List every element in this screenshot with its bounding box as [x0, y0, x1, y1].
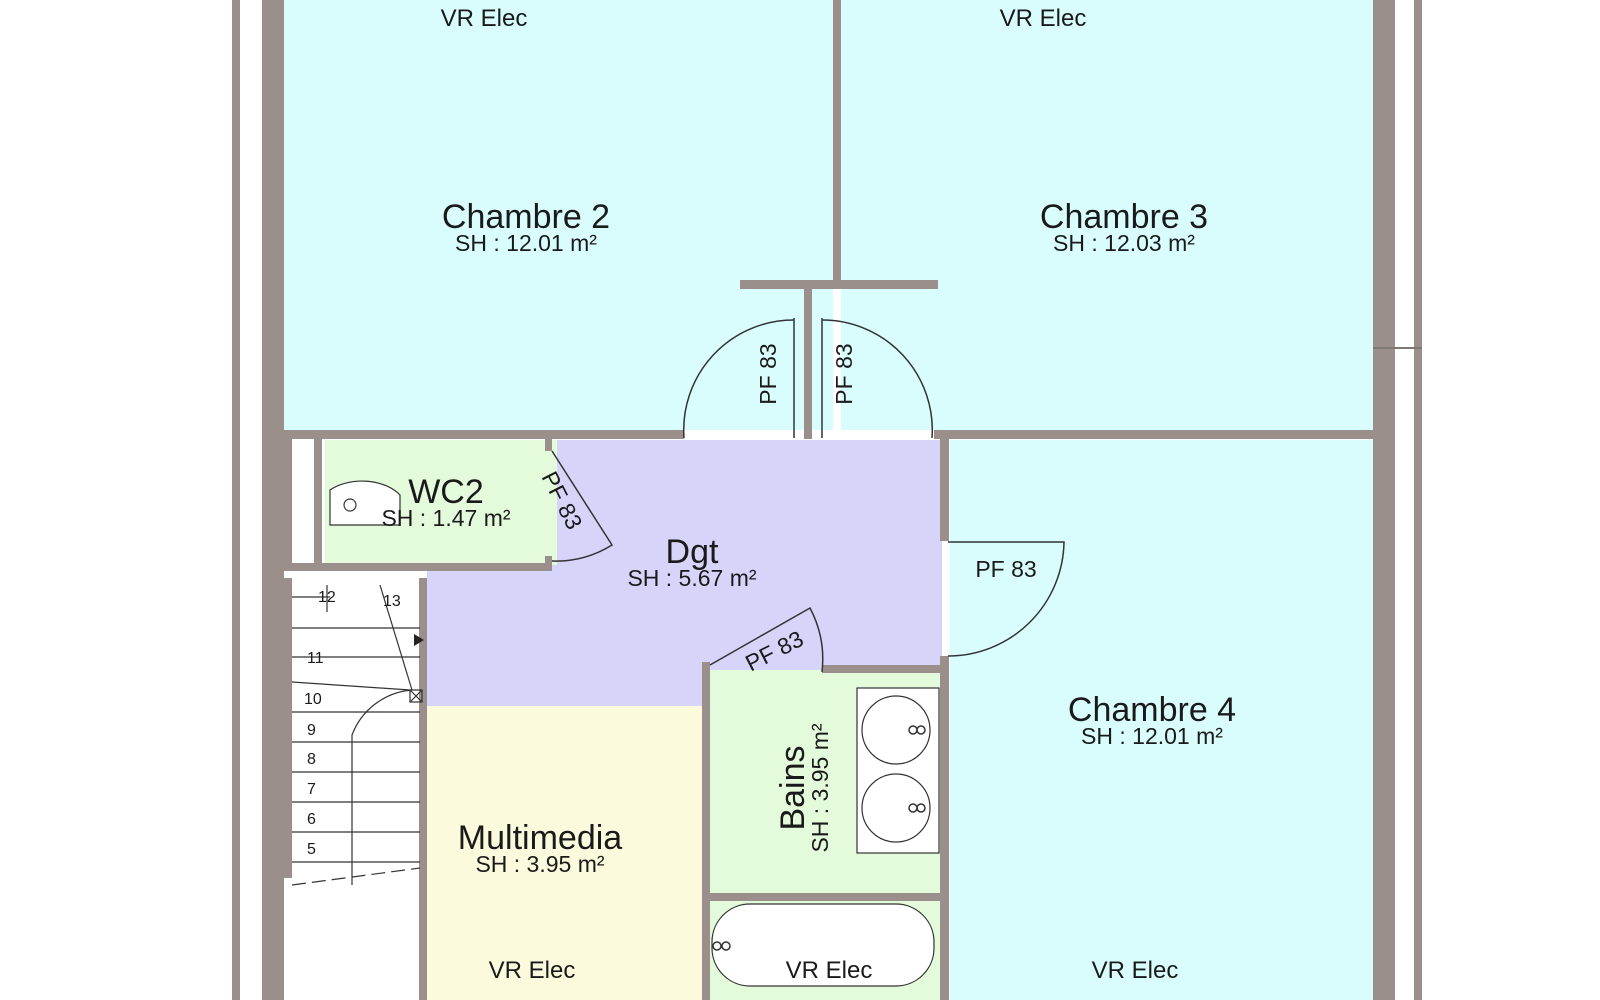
multimedia-area: [427, 706, 702, 1000]
step-5: 5: [307, 841, 316, 858]
fixtures: [329, 480, 940, 987]
multimedia-name: Multimedia: [458, 819, 622, 857]
door-label-chambre-2: PF 83: [755, 343, 781, 404]
step-8: 8: [307, 751, 316, 768]
staircase: [291, 584, 423, 886]
chambre-2-area-label: SH : 12.01 m²: [455, 230, 597, 256]
door-swings: [551, 318, 1065, 673]
sink-icon: [861, 695, 931, 765]
stair-arrow-icon: [414, 634, 424, 646]
step-12: 12: [318, 589, 336, 606]
step-10: 10: [304, 691, 322, 708]
chambre-4-area: [950, 440, 1373, 1000]
dgt-area-label: SH : 5.67 m²: [627, 565, 756, 591]
chambre-4-area-label: SH : 12.01 m²: [1081, 723, 1223, 749]
chambre-2-vr: VR Elec: [441, 5, 528, 32]
step-6: 6: [307, 811, 316, 828]
interior-walls: [284, 0, 1373, 1000]
chambre-4-vr: VR Elec: [1092, 957, 1179, 984]
sink-icon-2: [861, 773, 931, 843]
step-13: 13: [383, 593, 401, 610]
chambre-3-name: Chambre 3: [1040, 198, 1208, 236]
bains-name: Bains: [774, 745, 812, 830]
chambre-2-name: Chambre 2: [442, 198, 610, 236]
door-label-chambre-3: PF 83: [831, 343, 857, 404]
bains-vr: VR Elec: [786, 957, 873, 984]
chambre-3-vr: VR Elec: [1000, 5, 1087, 32]
chambre-2-area: [284, 0, 833, 430]
wc2-name: WC2: [408, 473, 484, 511]
chambre-3-area: [841, 0, 1373, 430]
toilet-icon: [329, 480, 401, 526]
multimedia-area-label: SH : 3.95 m²: [475, 851, 604, 877]
wc2-area-label: SH : 1.47 m²: [381, 505, 510, 531]
step-9: 9: [307, 722, 316, 739]
step-7: 7: [307, 781, 316, 798]
door-label-chambre-4: PF 83: [975, 556, 1036, 582]
stairs-area: [292, 585, 421, 1000]
exterior-walls: [232, 0, 1422, 1000]
bains-area-label: SH : 3.95 m²: [807, 723, 833, 852]
chambre-3-area-label: SH : 12.03 m²: [1053, 230, 1195, 256]
bath-taps: [712, 725, 926, 951]
step-11: 11: [307, 650, 324, 667]
chambre-4-name: Chambre 4: [1068, 691, 1236, 729]
bathtub-icon: [711, 903, 935, 987]
multimedia-vr: VR Elec: [489, 957, 576, 984]
dgt-name: Dgt: [666, 533, 719, 571]
